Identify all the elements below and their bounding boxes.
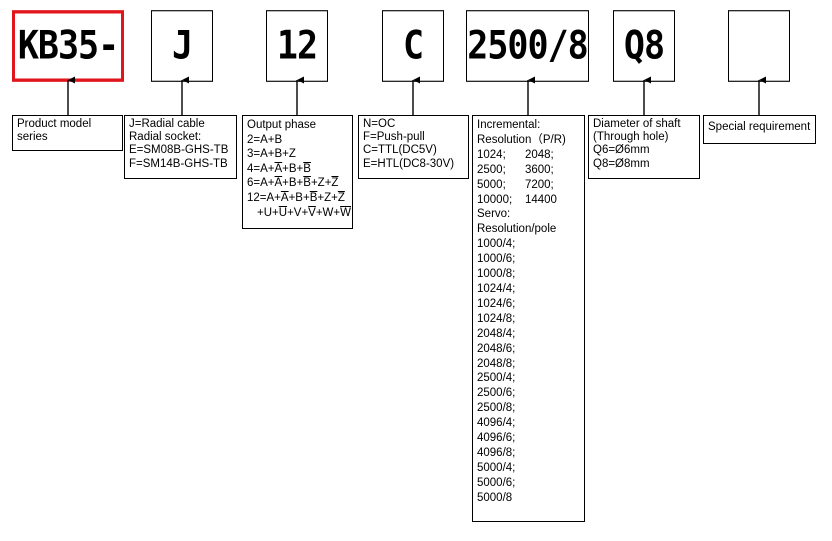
output-desc-box: N=OC F=Push-pull C=TTL(DC5V) E=HTL(DC8-3… [358,115,469,179]
code-output: C [402,23,424,69]
cable-desc-box: J=Radial cable Radial socket: E=SM08B-GH… [124,115,237,179]
code-shaft-box: Q8 [613,10,675,82]
resolution-desc-line: 1000/6; [477,253,516,266]
shaft-desc-line: Q8=Ø8mm [593,157,650,170]
resolution-desc-line: Resolution/pole [477,223,557,236]
shaft-desc-box: Diameter of shaft (Through hole) Q6=Ø6mm… [588,115,700,179]
cable-desc-line: Radial socket: [129,131,202,144]
code-cable: J [171,23,193,69]
phase-title: Output phase [247,119,317,131]
resolution-desc-line: 4096/6; [477,432,516,445]
resolution-desc-line: 4096/4; [477,417,516,430]
output-desc-line: F=Push-pull [363,131,425,144]
cable-desc-line: F=SM14B-GHS-TB [129,157,228,170]
phase-line-12-cont: +U+U+V+V+W+W [257,206,351,219]
cable-desc-line: E=SM08B-GHS-TB [129,144,229,157]
phase-line-4: 4=A+A+B+B [247,162,311,175]
resolution-desc-line: 1024/8; [477,312,516,325]
resolution-desc-line: 5000/8 [477,491,513,504]
resolution-desc-line: 4096/8; [477,446,516,459]
phase-line-2: 2=A+B [247,133,283,146]
resolution-desc-line: 2500/6; [477,387,516,400]
shaft-desc-line: Diameter of shaft [593,118,681,130]
resolution-desc-line: 1000/4; [477,238,516,251]
cable-desc-line: J=Radial cable [129,118,205,130]
code-shaft: Q8 [623,23,665,69]
phase-line-12: 12=A+A+B+B+Z+Z [247,191,345,204]
output-desc-line: N=OC [363,118,396,130]
phase-line-3: 3=A+B+Z [247,148,296,161]
resolution-desc-line: 2048/6; [477,342,516,355]
phase-line-6: 6=A+A+B+B+Z+Z [247,177,339,190]
resolution-desc-line: 5000/4; [477,461,516,474]
resolution-desc-line: 2048/8; [477,357,516,370]
resolution-desc-line: 1024/4; [477,282,516,295]
series-desc-box: Product model series [12,115,123,151]
series-desc-line: Product model [17,118,92,130]
resolution-desc-line: Servo: [477,208,511,221]
code-phase: 12 [276,23,318,69]
special-desc-box: Special requirement [703,115,816,144]
resolution-desc-line: 2500/4; [477,372,516,385]
resolution-desc-line: 10000; 14400 [477,193,557,206]
code-phase-box: 12 [266,10,328,82]
output-desc-line: E=HTL(DC8-30V) [363,157,455,170]
resolution-desc-line: Resolution（P/R) [477,133,566,146]
shaft-desc-line: Q6=Ø6mm [593,144,650,157]
series-desc-line: series [17,131,48,144]
resolution-desc-line: Incremental: [477,119,541,131]
resolution-desc-line: 1024/6; [477,297,516,310]
resolution-desc-line: 5000; 7200; [477,178,554,191]
resolution-desc-line: 5000/6; [477,476,516,489]
resolution-desc-box: Incremental: Resolution（P/R) 1024; 2048;… [472,115,585,522]
resolution-desc-line: 2500/8; [477,402,516,415]
shaft-desc-line: (Through hole) [593,131,669,144]
resolution-desc-line: 2048/4; [477,327,516,340]
phase-desc-box: Output phase 2=A+B 3=A+B+Z 4=A+A+B+B 6=A… [242,115,353,229]
resolution-desc-line: 1000/8; [477,268,516,281]
resolution-desc-line: 1024; 2048; [477,148,554,161]
code-series: KB35- [17,23,119,69]
special-desc-line: Special requirement [708,121,811,133]
code-resolution: 2500/8 [467,23,588,69]
output-desc-line: C=TTL(DC5V) [363,144,437,157]
resolution-desc-line: 2500; 3600; [477,163,554,176]
